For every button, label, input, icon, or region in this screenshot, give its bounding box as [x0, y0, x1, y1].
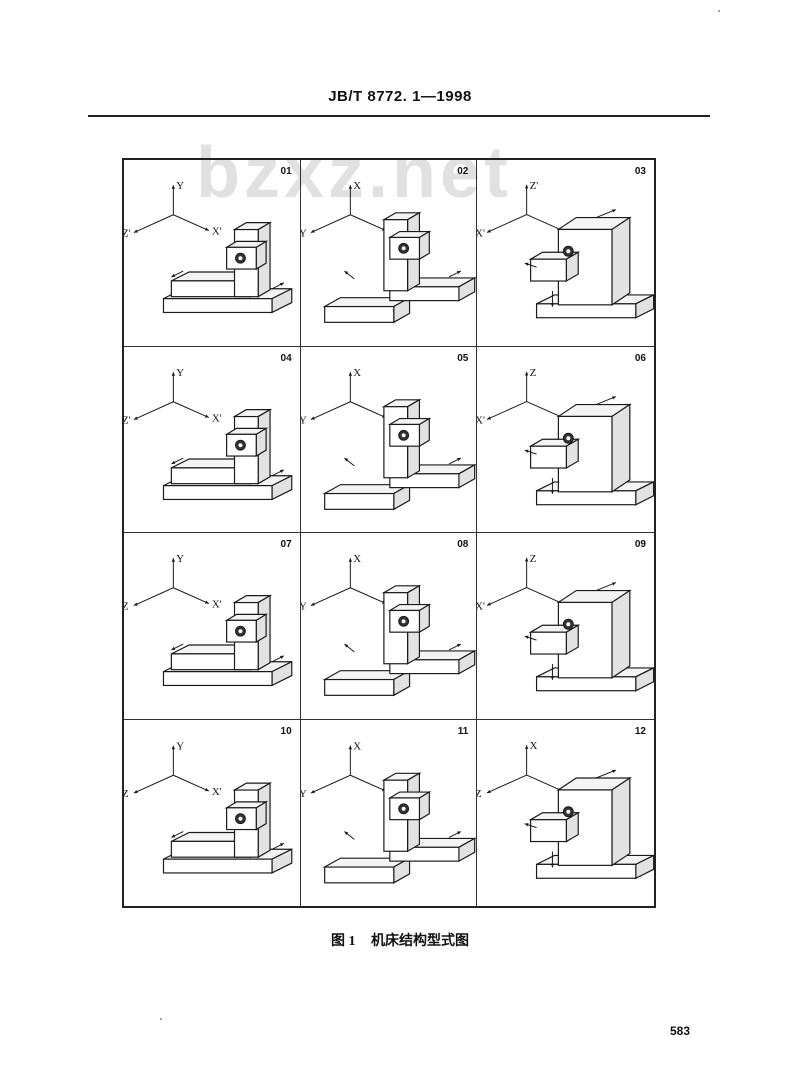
axis-label: X' [477, 414, 485, 426]
axis-label: Z [477, 787, 482, 799]
scan-speck [718, 10, 720, 12]
axis-label: X' [212, 225, 222, 237]
machine-illustration: Y Z' X' [124, 367, 293, 500]
watermark: bzxz.net [196, 133, 513, 213]
figure-cell-number: 07 [280, 539, 292, 550]
axis-label: X' [212, 785, 222, 797]
axis-label: Z [530, 366, 537, 378]
machine-illustration: Y Z X' [124, 553, 293, 687]
figure-cell: Y Z' X' 04 [124, 346, 301, 533]
figure-cell: XYZ11 [301, 719, 478, 906]
axis-label: Z [530, 553, 537, 565]
machine-drawing [322, 398, 477, 510]
figure-cell-number: 09 [634, 539, 646, 550]
machine-illustration: XZY' [477, 740, 654, 879]
machine-illustration: ZX'Y' [477, 553, 654, 692]
figure-cell: Y Z X' 07 [124, 533, 301, 720]
figure-cell-number: 02 [457, 166, 469, 177]
axis-label: Y [176, 553, 184, 565]
axis-label: Z [124, 600, 129, 612]
axis-label: Z [124, 787, 129, 799]
machine-drawing [322, 584, 477, 697]
axis-label: Z' [124, 414, 131, 426]
figure-cell-number: 05 [457, 352, 469, 364]
axis-label: Y [301, 227, 307, 239]
axis-triad: XYZ' [301, 180, 397, 239]
machine-drawing [524, 582, 654, 692]
axis-triad: Y Z' X' [124, 367, 222, 426]
axis-label: Y [301, 600, 307, 612]
figure-caption-number: 图 1 [331, 934, 356, 949]
axis-label: X' [477, 227, 485, 239]
machine-illustration: XYZ' [301, 180, 477, 324]
figure-cell-number: 08 [457, 539, 469, 550]
machine-illustration: XYZ [301, 740, 477, 884]
machine-drawing [162, 781, 293, 874]
machine-drawing [524, 769, 654, 879]
machine-drawing [524, 209, 654, 319]
machine-illustration: Y Z' X' [124, 180, 293, 314]
axis-triad: XYZ [301, 740, 396, 799]
axis-triad: Y Z' X' [124, 180, 222, 239]
page-number: 583 [669, 1024, 690, 1038]
machine-drawing [162, 594, 293, 687]
figure-cell: ZX'Y'06 [477, 347, 654, 533]
axis-label: X [353, 740, 361, 752]
axis-label: Y [176, 367, 184, 379]
standard-header: JB/T 8772. 1—1998 [328, 88, 472, 105]
machine-drawing [162, 408, 293, 500]
axis-label: X' [212, 412, 222, 424]
axis-label: X [353, 180, 361, 192]
axis-label: X [353, 553, 361, 565]
axis-label: Z' [530, 180, 539, 192]
axis-triad: Y Z X' [124, 740, 222, 799]
figure-cell: XYZ08 [300, 533, 478, 720]
axis-triad: XYZ [301, 553, 396, 612]
scan-speck [160, 1018, 162, 1020]
figure-cell-number: 01 [280, 166, 292, 177]
machine-drawing [322, 211, 477, 324]
axis-triad: XYZ [301, 367, 396, 426]
machine-illustration: ZX'Y' [477, 366, 654, 506]
figure-cell-number: 10 [280, 725, 292, 737]
axis-label: Y [176, 180, 184, 192]
axis-triad: Y Z X' [124, 553, 222, 612]
machine-illustration: XYZ [301, 553, 477, 697]
machine-structure-figure: YZ'X'01XYZ'02Z'X'Y'03YZ'X'04XYZ05ZX'Y'06… [122, 158, 656, 908]
figure-caption: 图 1 机床结构型式图 [0, 930, 800, 950]
axis-label: X' [212, 598, 222, 610]
axis-label: Y [176, 740, 184, 752]
figure-cell-number: 04 [280, 352, 292, 364]
figure-cell: XYZ05 [300, 346, 478, 533]
machine-drawing [524, 395, 654, 506]
figure-cell: Y Z X' 10 [124, 719, 301, 906]
figure-cell: ZX'Y'09 [477, 533, 654, 720]
machine-illustration: XYZ [301, 367, 477, 510]
figure-cell: XYZ'02 [300, 160, 478, 347]
axis-label: X [353, 367, 361, 379]
axis-label: X [530, 740, 538, 752]
figure-cell: Y Z' X' 01 [124, 160, 301, 347]
axis-label: Y [301, 787, 307, 799]
axis-label: X' [477, 600, 485, 612]
machine-illustration: Z'X'Y' [477, 180, 654, 319]
figure-cell: XZY'12 [477, 720, 654, 907]
axis-label: Y [301, 414, 307, 426]
figure-cell-number: 11 [457, 725, 469, 737]
figure-cell-number: 03 [634, 166, 646, 177]
machine-drawing [322, 771, 477, 884]
figure-caption-title: 机床结构型式图 [371, 934, 469, 949]
figure-cell: Z'X'Y'03 [477, 160, 654, 347]
machine-drawing [162, 221, 293, 314]
figure-cell-number: 12 [634, 725, 646, 737]
figure-cell-number: 06 [634, 352, 646, 364]
axis-label: Z' [124, 227, 131, 239]
header-rule [88, 115, 710, 117]
machine-illustration: Y Z X' [124, 740, 293, 874]
